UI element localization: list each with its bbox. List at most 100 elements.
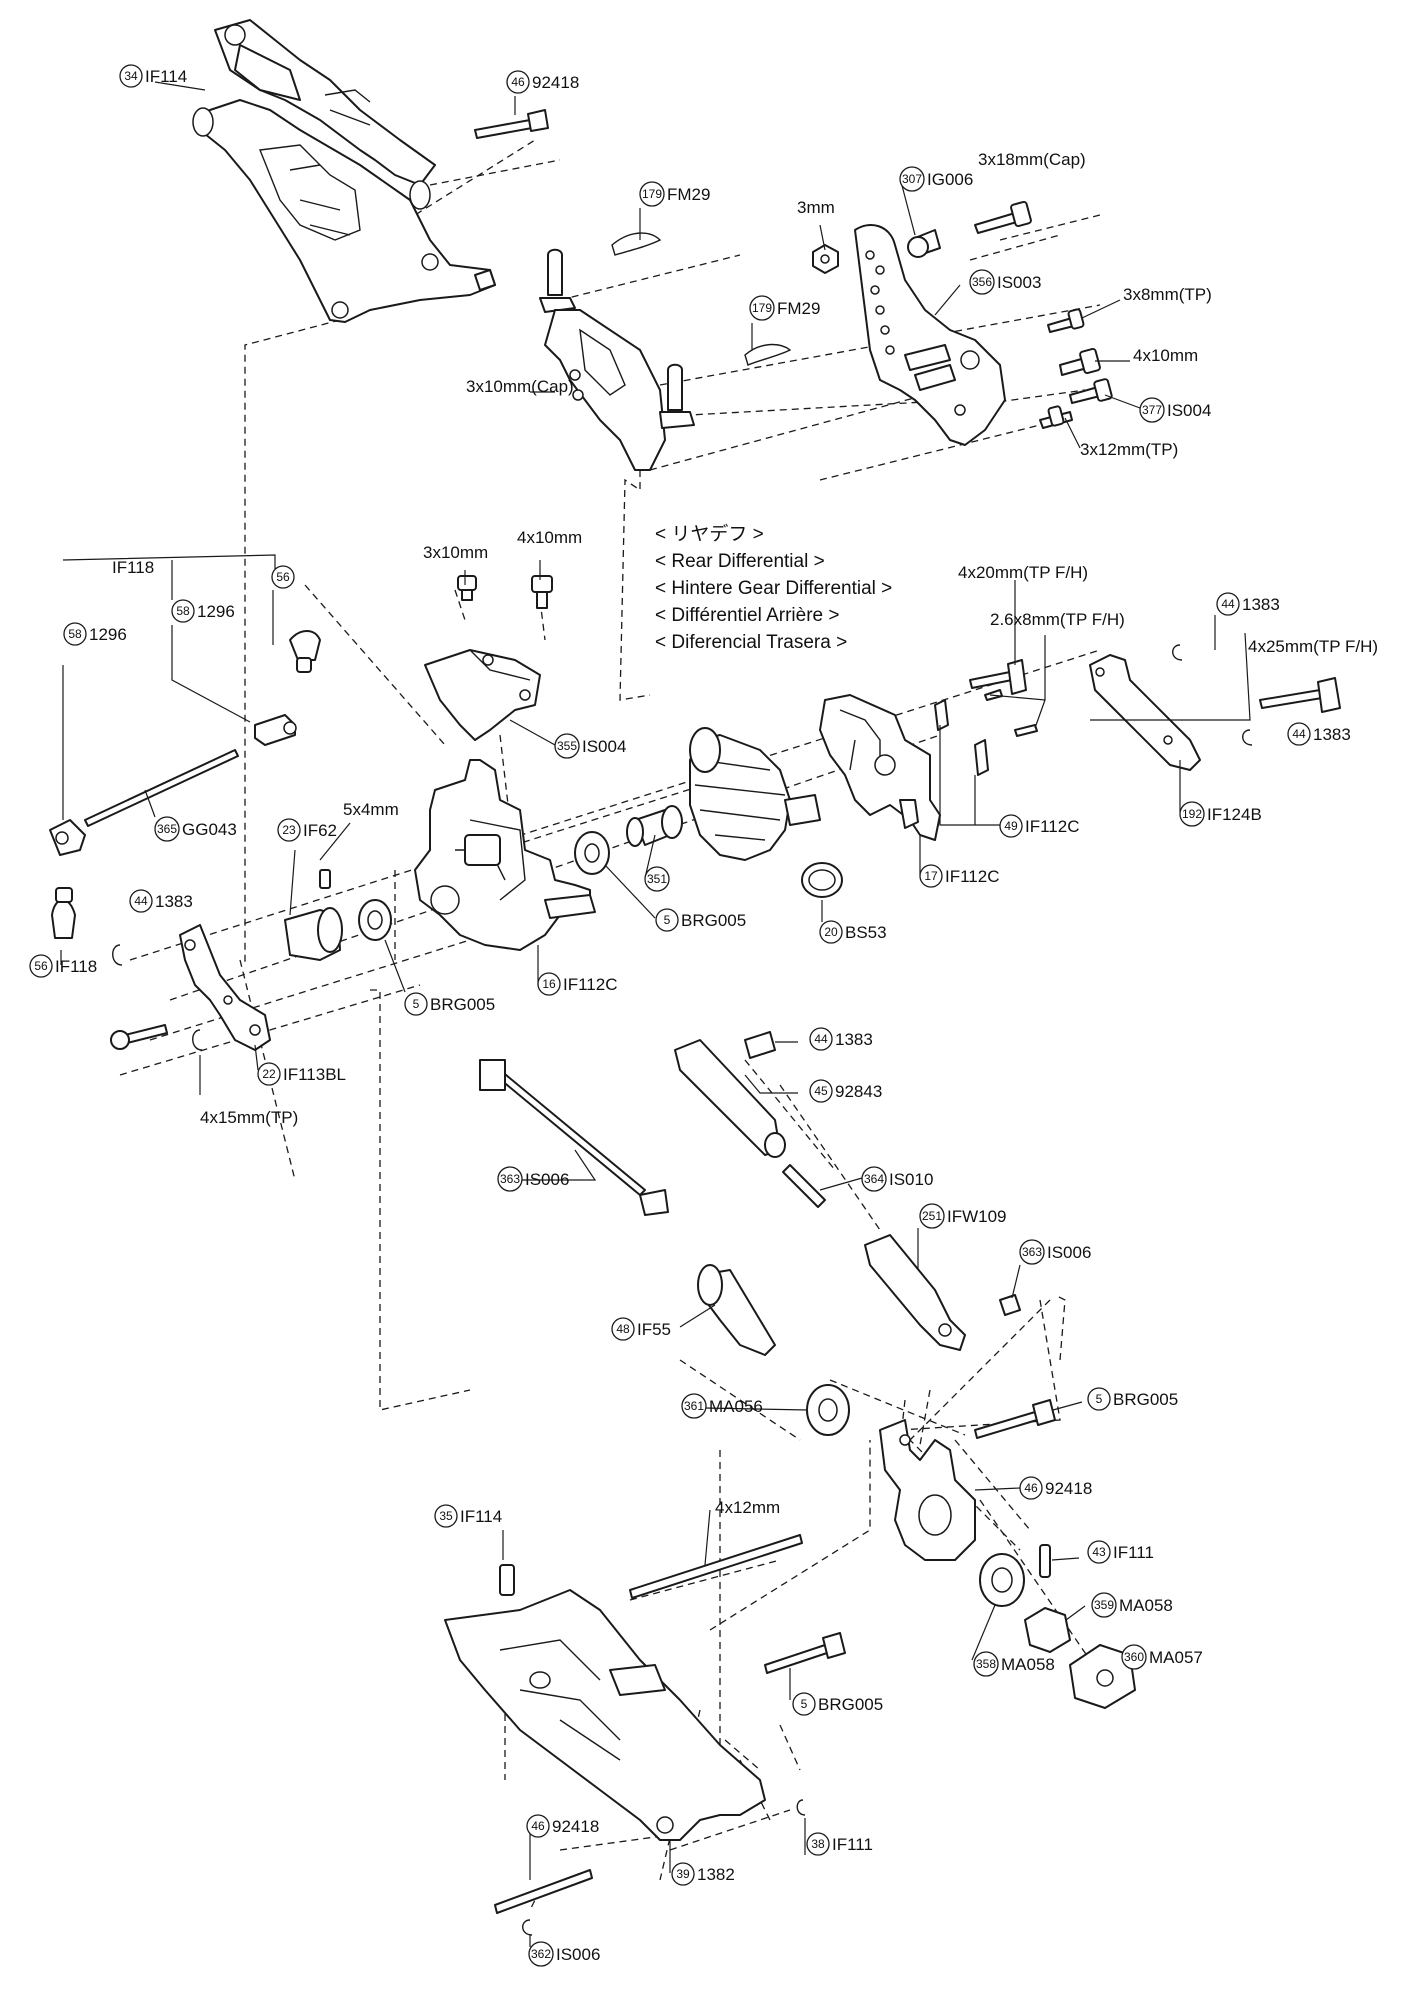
callout-code: IS003 <box>997 273 1041 292</box>
callout-number: 56 <box>34 959 48 973</box>
callout-number: 358 <box>976 1657 996 1671</box>
callout-number: 5 <box>413 997 420 1011</box>
callout-code: 4x25mm(TP F/H) <box>1248 637 1378 656</box>
assembly-guide-lines <box>119 139 1101 1911</box>
diagram-title: < リヤデフ > < Rear Differential > < Hintere… <box>655 523 892 653</box>
part-16-if112c-gearbox <box>414 759 596 951</box>
callout-number: 44 <box>1292 727 1306 741</box>
title-line-ja: < リヤデフ > <box>655 523 764 545</box>
parts <box>49 19 1341 1936</box>
callout-code: BRG005 <box>818 1695 883 1714</box>
callout-code: FM29 <box>777 299 820 318</box>
callout-code: IF124B <box>1207 805 1262 824</box>
callout-number: 359 <box>1094 1598 1114 1612</box>
callout-number: 307 <box>902 172 922 186</box>
callout-number-circle <box>129 889 153 913</box>
callout-number-circle <box>277 818 301 842</box>
callout: 3x8mm(TP) <box>1123 285 1212 304</box>
callout-number-circle <box>681 1393 707 1419</box>
part-3x8-tp-screw <box>1047 308 1085 333</box>
callout-number: 56 <box>276 570 290 584</box>
part-4x10-screw <box>1059 347 1101 376</box>
callout-number: 364 <box>864 1172 884 1186</box>
callout-number-circle <box>1287 722 1311 746</box>
callout-number: 356 <box>972 275 992 289</box>
part-5-bearing-a <box>574 831 610 875</box>
leader-lines <box>60 81 1251 1947</box>
callout-code: IG006 <box>927 170 973 189</box>
title-line-en: < Rear Differential > <box>655 551 825 572</box>
part-3x12-tp-screw <box>1039 405 1073 429</box>
callout-number: 179 <box>752 301 772 315</box>
callout-code: 1296 <box>89 625 127 644</box>
callout-number: 179 <box>642 187 662 201</box>
callout-code: IF112C <box>1025 817 1080 836</box>
callout-number-circle <box>809 1079 833 1103</box>
callout-number-circle <box>611 1317 635 1341</box>
callout: 5x4mm <box>343 800 399 819</box>
part-44-eclip-c <box>1172 644 1183 661</box>
callout-code: 3mm <box>797 198 835 217</box>
callout-code: IF111 <box>832 1835 873 1854</box>
callout-number-circle <box>919 864 943 888</box>
callout-number: 362 <box>531 1947 551 1961</box>
callout-number: 58 <box>68 627 82 641</box>
callout-number-circle <box>655 908 679 932</box>
callout-number-circle <box>749 295 775 321</box>
callout-number: 44 <box>134 894 148 908</box>
callout-number: 16 <box>542 977 556 991</box>
callout-number-circle <box>899 166 925 192</box>
part-4x15-tp-screw <box>110 1024 168 1050</box>
callout-code: 3x12mm(TP) <box>1080 440 1178 459</box>
part-4x10-screw-cover <box>531 575 553 609</box>
callout-code: 1383 <box>835 1030 873 1049</box>
callout-number: 35 <box>439 1509 453 1523</box>
part-48-if55-ball <box>999 1294 1021 1316</box>
callout-code: IF112C <box>563 975 618 994</box>
callout-number: 34 <box>124 69 138 83</box>
part-351-output-shaft <box>626 805 683 847</box>
part-differential <box>689 727 821 861</box>
callout-code: IS004 <box>582 737 626 756</box>
callout-code: IF114 <box>460 1507 502 1526</box>
callout-code: 3x10mm <box>423 543 488 562</box>
callout-number: 20 <box>824 925 838 939</box>
callout-number-circle <box>506 70 530 94</box>
callout-code: IS006 <box>525 1170 569 1189</box>
part-365-gg043-rod <box>84 749 239 827</box>
callout-number: 377 <box>1142 403 1162 417</box>
part-23-if62-cup <box>284 907 343 961</box>
callout-number: 251 <box>922 1209 942 1223</box>
part-39-eclip-b <box>522 1919 533 1936</box>
part-58-rod-end-left <box>49 819 86 856</box>
callout-code: IS006 <box>1047 1243 1091 1262</box>
callout-number-circle <box>809 1027 833 1051</box>
callout-code: IFW109 <box>947 1207 1007 1226</box>
callout-code: MA058 <box>1119 1596 1173 1615</box>
callout-number-circle <box>919 1203 945 1229</box>
callout-number-circle <box>671 1862 695 1886</box>
callout-number-circle <box>861 1166 887 1192</box>
callout-code: 3x8mm(TP) <box>1123 285 1212 304</box>
callout-number-circle <box>969 269 995 295</box>
part-5-bearing-c <box>806 1384 850 1436</box>
callout-number-circle <box>999 814 1023 838</box>
callout-number: 48 <box>616 1322 630 1336</box>
